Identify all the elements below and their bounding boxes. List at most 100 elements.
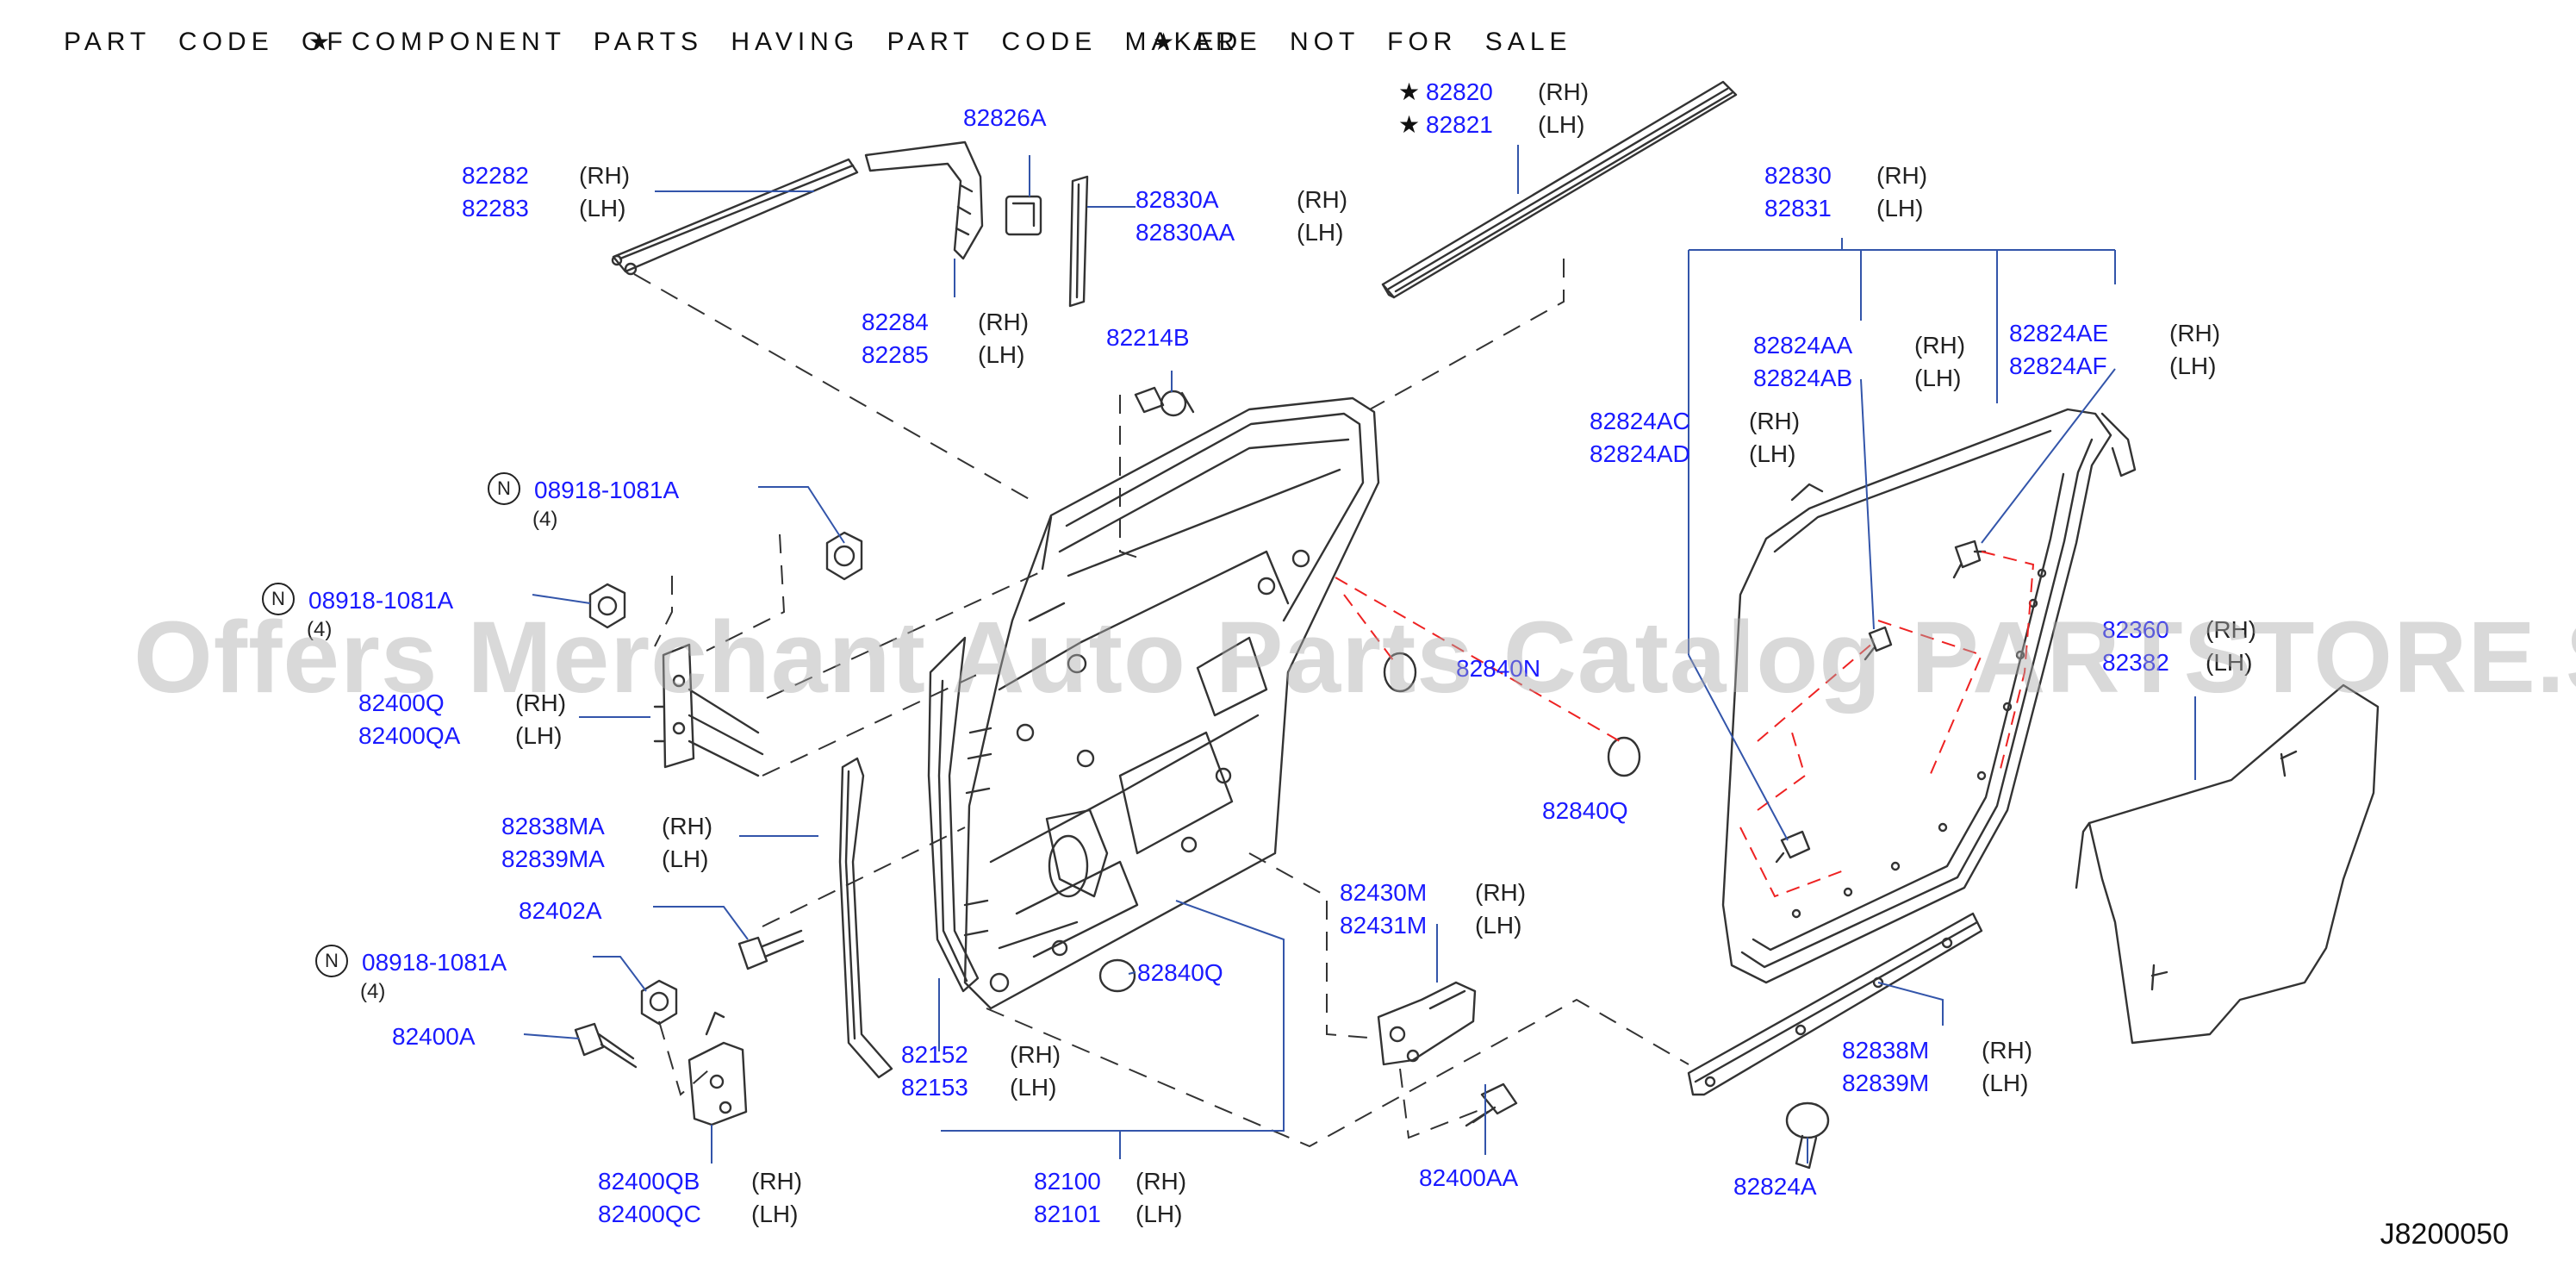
- part-label-82402A[interactable]: 82402A: [519, 897, 602, 924]
- quantity-label: (4): [307, 618, 333, 641]
- part-label-82826A[interactable]: 82826A: [963, 104, 1047, 131]
- bolt-82400AA: [1465, 1082, 1518, 1127]
- side-lh: (LH): [1136, 1201, 1183, 1227]
- part-label-08918-1081A-c[interactable]: 08918-1081A: [362, 949, 507, 976]
- side-rh: (RH): [1982, 1037, 2033, 1064]
- part-label-82840Q-left[interactable]: 82840Q: [1137, 959, 1223, 986]
- star-marker: ★: [1398, 78, 1421, 105]
- part-label-82824AA[interactable]: 82824AA: [1753, 332, 1853, 359]
- side-lh: (LH): [1538, 111, 1585, 138]
- part-label-82824AB[interactable]: 82824AB: [1753, 365, 1853, 391]
- clip-82824AA: [1864, 626, 1893, 661]
- part-label-82824AC[interactable]: 82824AC: [1590, 408, 1690, 434]
- plug-82840Q-right: [1607, 736, 1641, 777]
- part-label-82831[interactable]: 82831: [1764, 195, 1832, 221]
- star-marker: ★: [308, 28, 331, 55]
- clip-82214B: [1134, 386, 1195, 417]
- weatherstrip-82838MA: [838, 757, 893, 1079]
- sill-moulding-82838M: [1687, 912, 1983, 1096]
- part-label-82824AD[interactable]: 82824AD: [1590, 440, 1690, 467]
- part-label-82101[interactable]: 82101: [1034, 1201, 1101, 1227]
- side-rh: (RH): [1297, 186, 1348, 213]
- part-label-82285[interactable]: 82285: [862, 341, 929, 368]
- side-lh: (LH): [1475, 912, 1522, 939]
- plug-82840N: [1383, 652, 1417, 693]
- hinge-lower-82400QB: [688, 1011, 748, 1126]
- part-label-8238x[interactable]: 82382: [2102, 649, 2169, 676]
- part-label-82400Q[interactable]: 82400Q: [358, 689, 445, 716]
- check-link-82430M: [1377, 981, 1477, 1066]
- side-lh: (LH): [1982, 1070, 2029, 1096]
- sealing-screen: [2075, 683, 2380, 1045]
- part-label-82840Q-right[interactable]: 82840Q: [1542, 797, 1628, 824]
- star-marker: ★: [1398, 111, 1421, 138]
- side-lh: (LH): [1914, 365, 1962, 391]
- side-lh: (LH): [579, 195, 626, 221]
- side-lh: (LH): [515, 722, 563, 749]
- part-label-82838M[interactable]: 82838M: [1842, 1037, 1930, 1064]
- nut-08918-a: [825, 531, 863, 581]
- side-rh: (RH): [2206, 616, 2257, 643]
- part-label-82153[interactable]: 82153: [901, 1074, 968, 1101]
- side-rh: (RH): [1749, 408, 1801, 434]
- part-label-82430M[interactable]: 82430M: [1340, 879, 1428, 906]
- part-label-82284[interactable]: 82284: [862, 309, 929, 335]
- watermark: Offers Merchant Auto Parts Catalog PARTS…: [134, 601, 2576, 714]
- part-label-82152[interactable]: 82152: [901, 1041, 968, 1068]
- side-rh: (RH): [515, 689, 567, 716]
- header-note-part3: ARE NOT FOR SALE: [1193, 28, 1572, 56]
- part-label-82400A[interactable]: 82400A: [392, 1023, 476, 1050]
- part-label-82821[interactable]: 82821: [1426, 111, 1493, 138]
- part-label-82840N[interactable]: 82840N: [1456, 655, 1541, 682]
- side-rh: (RH): [1010, 1041, 1061, 1068]
- weatherstrip-82830: [1721, 408, 2137, 984]
- part-label-82839MA[interactable]: 82839MA: [501, 845, 605, 872]
- part-label-08918-1081A-b[interactable]: 08918-1081A: [308, 587, 454, 614]
- part-label-82824AF[interactable]: 82824AF: [2009, 353, 2107, 379]
- part-label-82431M[interactable]: 82431M: [1340, 912, 1428, 939]
- part-label-82838MA[interactable]: 82838MA: [501, 813, 605, 839]
- sash-moulding-82282: [611, 158, 859, 276]
- quantity-label: (4): [532, 508, 558, 531]
- part-label-82400QA[interactable]: 82400QA: [358, 722, 461, 749]
- bolt-82400A: [574, 1022, 638, 1069]
- part-label-82400QB[interactable]: 82400QB: [598, 1168, 700, 1195]
- side-lh: (LH): [751, 1201, 799, 1227]
- part-label-08918-1081A-a[interactable]: 08918-1081A: [534, 477, 680, 503]
- door-shell-82100: [963, 396, 1380, 1010]
- part-label-82820[interactable]: 82820: [1426, 78, 1493, 105]
- part-label-82400AA[interactable]: 82400AA: [1419, 1164, 1519, 1191]
- corner-piece-82284: [864, 140, 1042, 260]
- side-rh: (RH): [751, 1168, 803, 1195]
- side-lh: (LH): [1749, 440, 1796, 467]
- diagram-code: J8200050: [2380, 1218, 2509, 1251]
- part-label-82214B[interactable]: 82214B: [1106, 324, 1190, 351]
- part-label-82830AA[interactable]: 82830AA: [1136, 219, 1235, 246]
- side-rh: (RH): [579, 162, 631, 189]
- star-marker: ★: [1153, 28, 1175, 55]
- part-label-82282[interactable]: 82282: [462, 162, 529, 189]
- part-label-82830[interactable]: 82830: [1764, 162, 1832, 189]
- side-rh: (RH): [1475, 879, 1527, 906]
- side-rh: (RH): [662, 813, 713, 839]
- part-label-82400QC[interactable]: 82400QC: [598, 1201, 701, 1227]
- hinge-upper-82400Q: [653, 643, 764, 777]
- part-label-82283[interactable]: 82283: [462, 195, 529, 221]
- header-note-part2: COMPONENT PARTS HAVING PART CODE MAKED: [352, 28, 1243, 56]
- part-label-8236x[interactable]: 82360: [2102, 616, 2169, 643]
- side-lh: (LH): [662, 845, 709, 872]
- side-lh: (LH): [2169, 353, 2217, 379]
- side-rh: (RH): [2169, 320, 2221, 346]
- part-label-82100[interactable]: 82100: [1034, 1168, 1101, 1195]
- part-label-82830A[interactable]: 82830A: [1136, 186, 1219, 213]
- outer-moulding-82820: [1381, 80, 1738, 299]
- nut-08918-c: [640, 979, 678, 1026]
- side-lh: (LH): [1876, 195, 1924, 221]
- part-label-82839M[interactable]: 82839M: [1842, 1070, 1930, 1096]
- n-marker: N: [262, 583, 295, 615]
- quantity-label: (4): [360, 980, 386, 1003]
- part-label-82824A[interactable]: 82824A: [1733, 1173, 1817, 1200]
- part-label-82824AE[interactable]: 82824AE: [2009, 320, 2109, 346]
- side-lh: (LH): [1010, 1074, 1057, 1101]
